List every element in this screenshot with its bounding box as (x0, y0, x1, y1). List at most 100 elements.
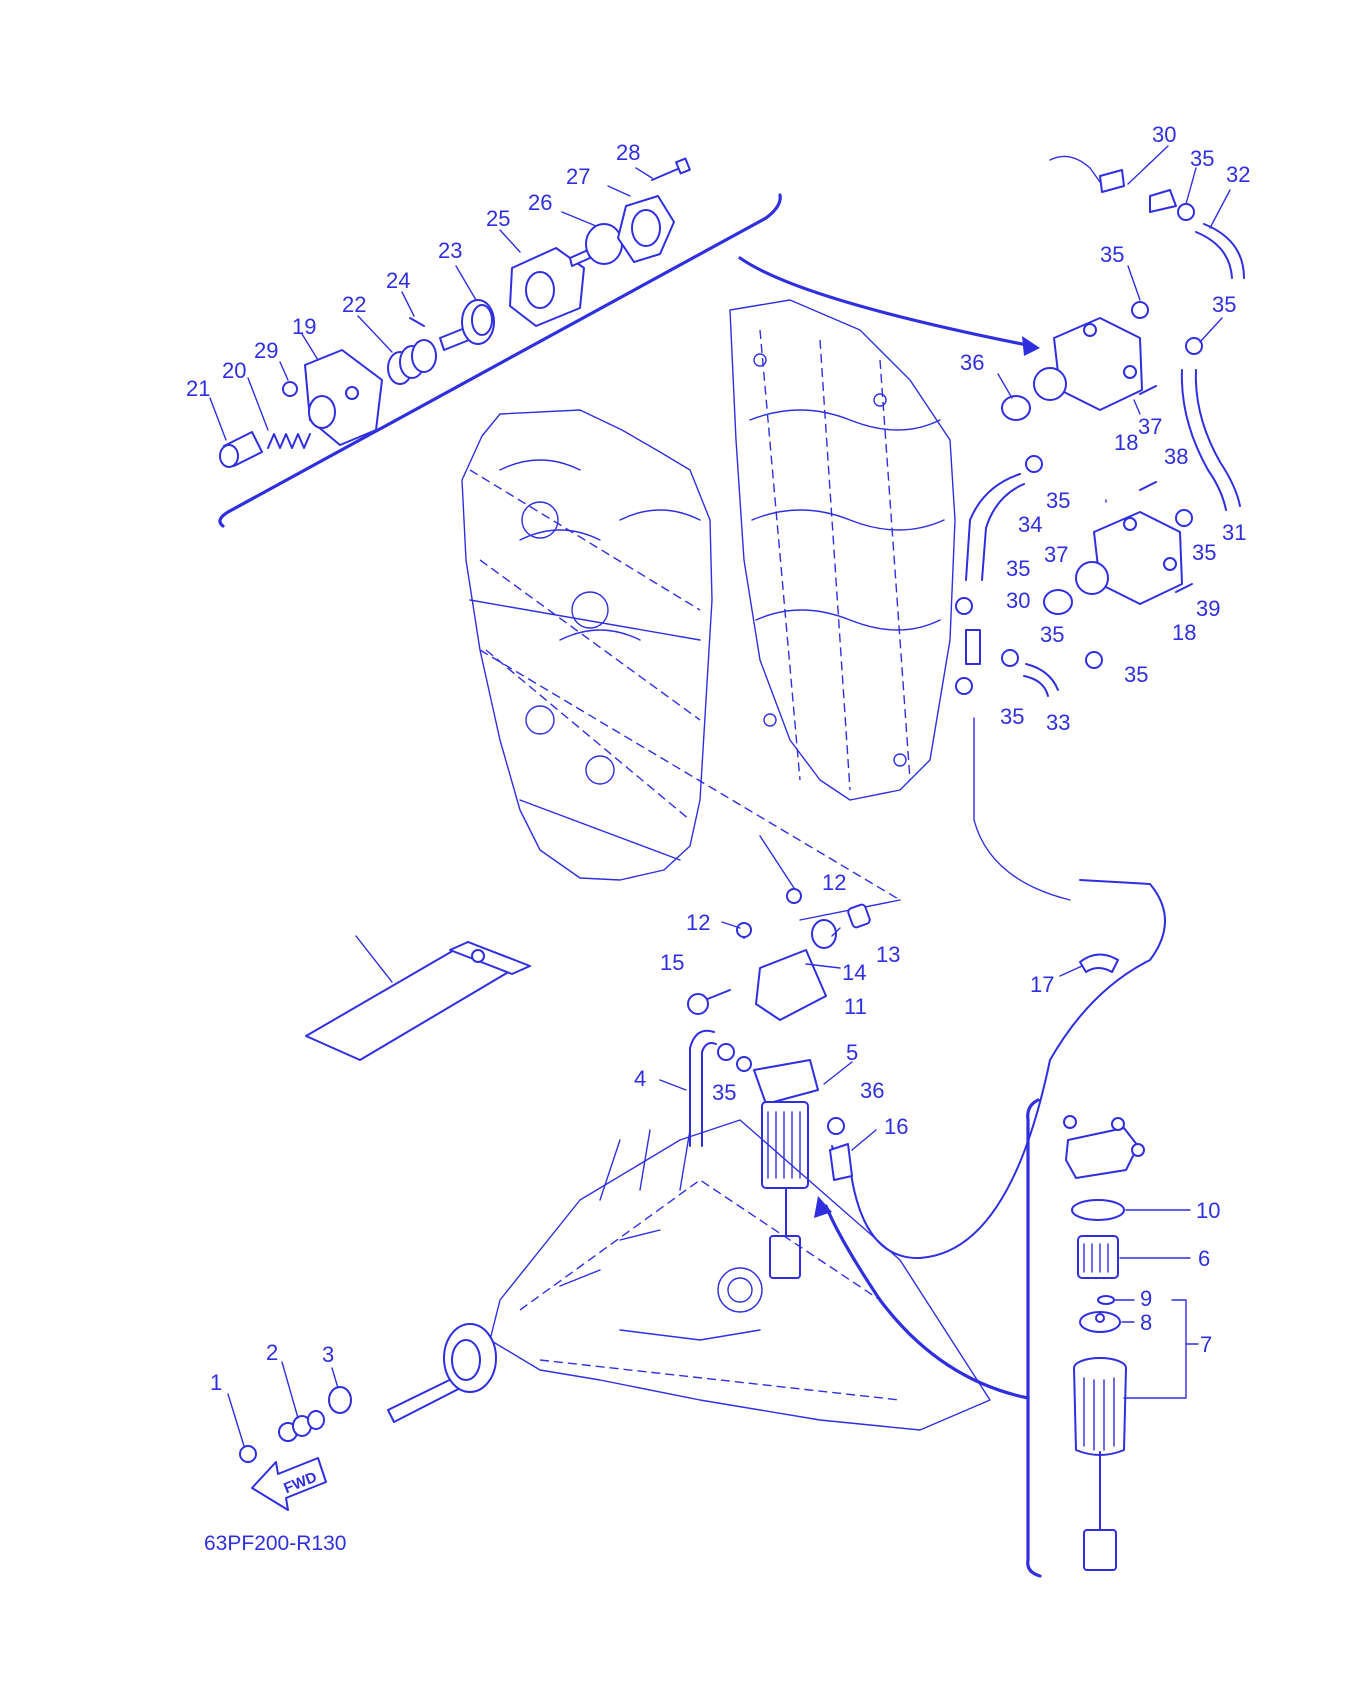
callout-16: 16 (884, 1114, 908, 1139)
callout-20: 20 (222, 358, 246, 383)
part-11-bracket (755, 949, 827, 1021)
part-36-o-ring-lower (1043, 589, 1073, 615)
filter-head (1063, 1115, 1145, 1179)
part-21-sleeve (219, 431, 263, 468)
callout-35-e: 35 (1192, 540, 1216, 565)
callout-35-f: 35 (1006, 556, 1030, 581)
callout-35-h: 35 (1124, 662, 1148, 687)
part-16-hose (829, 1143, 853, 1181)
part-29-nut (282, 381, 298, 397)
callout-30-upper: 30 (1152, 122, 1176, 147)
part-23-gear-shaft (439, 299, 495, 351)
part-9-o-ring (1097, 1295, 1115, 1305)
callout-36-upper: 36 (960, 350, 984, 375)
diagram-code: 63PF200-R130 (204, 1532, 346, 1555)
callout-6: 6 (1198, 1246, 1210, 1271)
callout-28: 28 (616, 140, 640, 165)
callout-35-b: 35 (1100, 242, 1124, 267)
pump-drive-group (209, 157, 782, 528)
part-18-fuel-pump-upper (1033, 317, 1143, 411)
callout-29: 29 (254, 338, 278, 363)
callout-1: 1 (210, 1370, 222, 1395)
callout-30-lower: 30 (1006, 588, 1030, 613)
callout-26: 26 (528, 190, 552, 215)
part-14-grommet (811, 919, 837, 949)
part-30-joint-upper (1099, 169, 1125, 193)
callout-35-i: 35 (1000, 704, 1024, 729)
part-36-o-ring-upper (1001, 395, 1031, 421)
callout-35-c: 35 (1212, 292, 1236, 317)
part-13-collar (847, 903, 871, 929)
callout-9: 9 (1140, 1286, 1152, 1311)
part-3-washer (328, 1386, 352, 1414)
part-30-joint-lower (965, 629, 981, 665)
callout-14: 14 (842, 960, 866, 985)
part-32-hose (1195, 231, 1233, 279)
part-27-cover (617, 195, 675, 263)
reference-line (479, 649, 901, 901)
part-37-bolt-upper (1139, 385, 1157, 395)
part-33-hose (1025, 663, 1059, 691)
part-16-hose-line (847, 879, 1166, 1260)
callout-19: 19 (292, 314, 316, 339)
callout-32: 32 (1226, 162, 1250, 187)
callout-7: 7 (1200, 1332, 1212, 1357)
part-7-cup (1073, 1357, 1127, 1571)
part-15-bolt (687, 989, 731, 1015)
part-24-pin (409, 317, 425, 327)
callout-35-a: 35 (1190, 146, 1214, 171)
callout-12a: 12 (822, 870, 846, 895)
part-26-gasket (585, 223, 623, 265)
callout-25: 25 (486, 206, 510, 231)
parts-1-3 (227, 1361, 352, 1463)
callout-38: 39 (1196, 596, 1220, 621)
part-28-bolt (651, 157, 691, 181)
group-bracket-bottom-right (1026, 1098, 1042, 1578)
callout-37-upper: 37 (1138, 414, 1162, 439)
filter-bracket-group (687, 835, 871, 1021)
part-37-bolt-lower (1139, 481, 1157, 491)
callout-11: 11 (844, 994, 867, 1019)
callout-37-lower: 38 (1164, 444, 1188, 469)
part-18-fuel-pump-lower (1075, 511, 1183, 605)
callout-33: 33 (1046, 710, 1070, 735)
callout-12b: 12 (686, 910, 710, 935)
callout-5: 5 (846, 1040, 858, 1065)
callout-18-upper: 18 (1114, 430, 1138, 455)
part-19-housing (304, 349, 383, 446)
part-20-spring (267, 433, 311, 449)
callout-18-lower: 18 (1172, 620, 1196, 645)
callout-35-g: 35 (1040, 622, 1064, 647)
callout-36-lower: 37 (1044, 542, 1068, 567)
part-25-pump-housing (509, 247, 591, 327)
callout-27: 27 (566, 164, 590, 189)
callout-35-j: 35 (712, 1080, 736, 1105)
part-39-tag (305, 935, 531, 1061)
callout-2: 2 (266, 1340, 278, 1365)
callout-21: 21 (186, 376, 210, 401)
callout-23: 23 (438, 238, 462, 263)
callout-35-d: 35 (1046, 488, 1070, 513)
part-17-clamp (1079, 953, 1119, 973)
callout-34: 34 (1018, 512, 1042, 537)
clamps-35 (717, 203, 1203, 1135)
callout-3: 3 (322, 1342, 334, 1367)
callouts: 1 2 3 4 5 6 7 8 9 10 11 12 12 13 14 15 1… (186, 122, 1250, 1395)
engine-block (461, 409, 713, 881)
filter-detail-group (814, 1098, 1199, 1578)
part-8-float (1079, 1311, 1121, 1333)
callout-4: 4 (634, 1066, 646, 1091)
part-5-fuel-filter (736, 1056, 853, 1279)
part-2-screw (278, 1410, 325, 1442)
cylinder-head (729, 299, 956, 801)
part-38-bolt (1175, 583, 1193, 593)
callout-13: 13 (876, 942, 900, 967)
callout-15: 15 (660, 950, 684, 975)
fwd-arrow: FWD (251, 1457, 327, 1511)
part-31-hose (1180, 369, 1227, 511)
callout-35-k: 36 (860, 1078, 884, 1103)
callout-24: 24 (386, 268, 410, 293)
callout-17: 17 (1030, 972, 1054, 997)
callout-8: 8 (1140, 1310, 1152, 1335)
